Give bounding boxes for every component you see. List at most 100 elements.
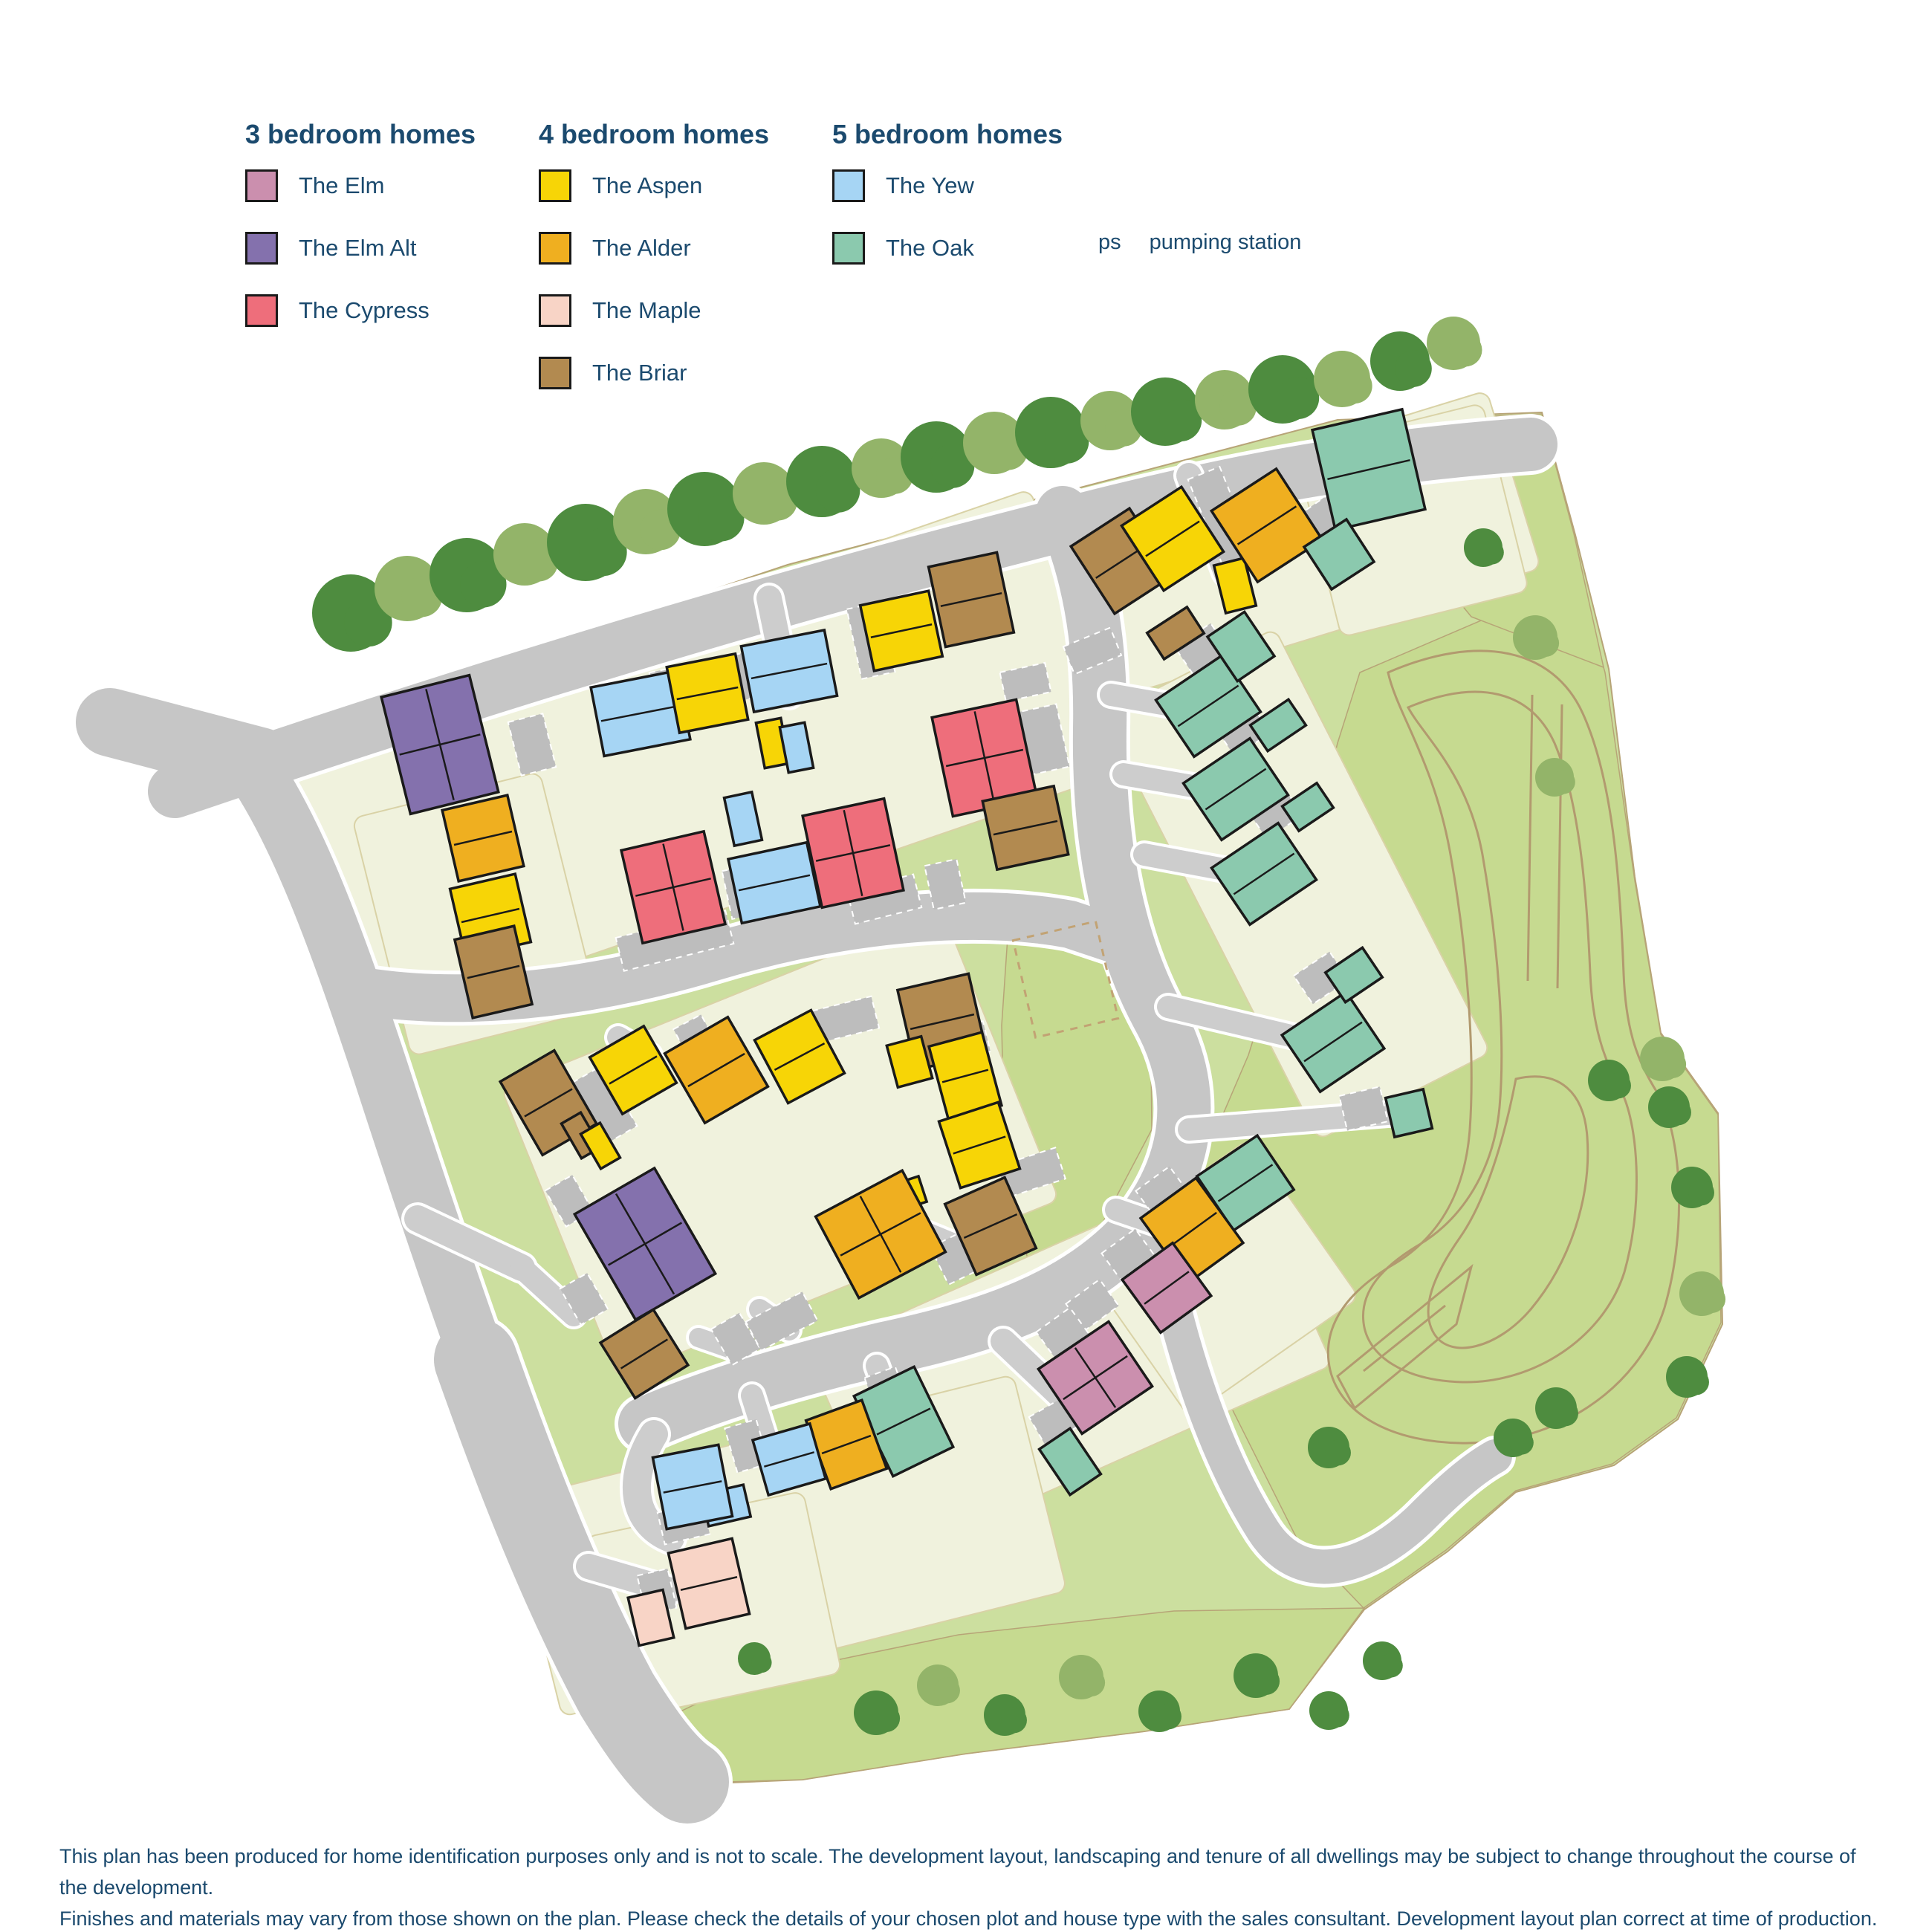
tree-icon bbox=[738, 1642, 772, 1675]
tree-icon bbox=[1671, 1167, 1714, 1208]
tree-icon bbox=[901, 421, 975, 493]
tree-icon bbox=[1370, 331, 1432, 391]
house-plot-33-34 bbox=[619, 829, 727, 945]
legend-item-elm_alt: The Elm Alt bbox=[245, 232, 476, 265]
house-plot-g35 bbox=[722, 790, 764, 848]
tree-icon bbox=[1248, 355, 1320, 424]
pumping-station-note: ps pumping station bbox=[1098, 230, 1301, 255]
disclaimer-line-2: Finishes and materials may vary from tho… bbox=[59, 1907, 1878, 1930]
legend-item-maple: The Maple bbox=[539, 294, 769, 327]
house-plot-g14 bbox=[1037, 1426, 1103, 1497]
house-plot-21 bbox=[1210, 821, 1318, 927]
house-plot-g31 bbox=[778, 721, 815, 774]
legend-item-oak: The Oak bbox=[832, 232, 1063, 265]
parking-bay bbox=[1062, 626, 1123, 675]
house-plot-26 bbox=[1120, 484, 1225, 593]
balancing-feature-contour bbox=[1556, 704, 1563, 989]
legend-item-alder: The Alder bbox=[539, 232, 769, 265]
tree-icon bbox=[1535, 758, 1575, 797]
tree-icon bbox=[1513, 615, 1560, 660]
tree-icon bbox=[667, 472, 745, 546]
legend-item-briar: The Briar bbox=[539, 357, 769, 389]
house-plot-11 bbox=[667, 1537, 751, 1630]
tree-icon bbox=[963, 412, 1028, 474]
ps-symbol: ps bbox=[1098, 230, 1121, 254]
road bbox=[76, 688, 294, 796]
tree-icon bbox=[1309, 1691, 1349, 1730]
legend-item-label: The Alder bbox=[592, 235, 691, 261]
parking-bay bbox=[507, 713, 557, 777]
house-plot-g11 bbox=[626, 1588, 675, 1647]
parking-bay bbox=[745, 1291, 819, 1352]
house-plot-g21 bbox=[1280, 781, 1335, 833]
elm-swatch-icon bbox=[245, 169, 278, 202]
tree-icon bbox=[1363, 1641, 1403, 1680]
oak-swatch-icon bbox=[832, 232, 865, 265]
parking-bay bbox=[999, 661, 1052, 703]
house-plot-7-8 bbox=[572, 1166, 718, 1322]
house-plot-36-37 bbox=[801, 797, 905, 910]
road bbox=[1138, 1202, 1512, 1584]
house-plot-22 bbox=[1181, 736, 1290, 842]
house-plot-5 bbox=[453, 924, 534, 1020]
parking-bay bbox=[1065, 1278, 1120, 1332]
house-plot-47 bbox=[753, 1008, 846, 1105]
house-plot-23 bbox=[1154, 653, 1262, 759]
balancing-feature-contour bbox=[1526, 694, 1534, 982]
house-plot-g19 bbox=[1384, 1087, 1434, 1139]
house-plot-g26 bbox=[1212, 556, 1258, 615]
road bbox=[148, 418, 1557, 818]
house-plot-g22 bbox=[1248, 697, 1308, 753]
alder-swatch-icon bbox=[539, 232, 571, 265]
tree-icon bbox=[1059, 1655, 1106, 1699]
legend-group-title: 3 bedroom homes bbox=[245, 119, 476, 149]
legend-item-label: The Maple bbox=[592, 297, 701, 323]
tree-icon bbox=[312, 574, 392, 652]
balancing-feature-contour bbox=[1336, 1263, 1474, 1410]
tree-icon bbox=[984, 1694, 1027, 1736]
tree-icon bbox=[1679, 1271, 1726, 1316]
tree-icon bbox=[1588, 1060, 1631, 1101]
legend-item-elm: The Elm bbox=[245, 169, 476, 202]
ps-label: pumping station bbox=[1149, 230, 1302, 254]
legend-item-label: The Aspen bbox=[592, 172, 703, 198]
tree-icon bbox=[1131, 377, 1202, 446]
legend-item-label: The Elm bbox=[299, 172, 385, 198]
tree-icon bbox=[1195, 370, 1257, 429]
legend-group-title: 5 bedroom homes bbox=[832, 119, 1063, 149]
yew-swatch-icon bbox=[832, 169, 865, 202]
tree-icon bbox=[1494, 1419, 1534, 1457]
legend-item-label: The Elm Alt bbox=[299, 235, 417, 261]
legend-item-aspen: The Aspen bbox=[539, 169, 769, 202]
road bbox=[434, 1318, 729, 1824]
driveway bbox=[510, 1257, 585, 1326]
house-plot-35 bbox=[726, 840, 823, 925]
tree-icon bbox=[547, 504, 627, 581]
legend-group-title: 4 bedroom homes bbox=[539, 119, 770, 149]
legend-item-label: The Yew bbox=[886, 172, 974, 198]
legend-item-yew: The Yew bbox=[832, 169, 1063, 202]
tree-icon bbox=[1535, 1387, 1578, 1429]
house-plot-43 bbox=[937, 1100, 1022, 1190]
balancing-feature-contour bbox=[1361, 690, 1638, 1384]
house-plot-12 bbox=[751, 1422, 828, 1497]
house-plot-20 bbox=[1280, 990, 1387, 1094]
house-plot-48 bbox=[663, 1015, 770, 1125]
tree-icon bbox=[1308, 1427, 1351, 1468]
parking-bay bbox=[1338, 1086, 1389, 1132]
driveway bbox=[622, 1420, 684, 1552]
cypress-swatch-icon bbox=[245, 294, 278, 327]
house-plot-g27 bbox=[1145, 605, 1206, 661]
tree-icon bbox=[1234, 1653, 1280, 1698]
tree-icon bbox=[1427, 317, 1482, 370]
house-plot-15-16 bbox=[1036, 1320, 1155, 1436]
tree-icon bbox=[852, 438, 913, 498]
maple-swatch-icon bbox=[539, 294, 571, 327]
house-plot-10 bbox=[651, 1443, 734, 1531]
parking-bay bbox=[924, 858, 967, 911]
house-plot-30 bbox=[739, 628, 839, 714]
aspen-swatch-icon bbox=[539, 169, 571, 202]
